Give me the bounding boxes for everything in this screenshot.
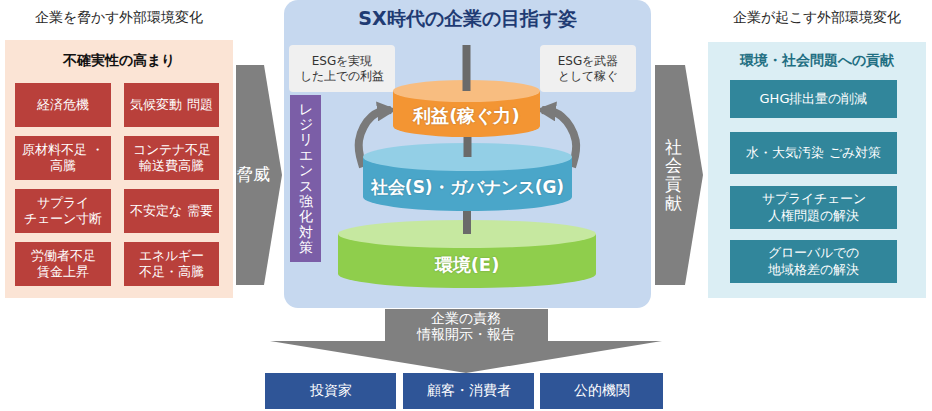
node-text: コンテナ不足 輸送費高騰 [128,142,215,175]
node-text: 経済危機 [19,97,107,113]
resilience-bar: レジリエンス強化対策 [290,95,321,262]
node-text: グローバルでの 地域格差の解決 [734,245,893,278]
node-text: 企業が起こす外部環境変化 [708,9,926,27]
threat-panel: 企業を脅かす外部環境変化不確実性の高まり経済危機気候変動 問題原材料不足 ・高騰… [5,40,233,298]
note-box: ESGを実現 した上での利益 [289,45,395,92]
node-text: 企業を脅かす外部環境変化 [5,9,233,27]
node-text: レジリエンス強化対策 [299,102,313,256]
node-text: 利益(稼ぐ力) [413,105,519,128]
node-subtext: 情報開示・報告 [417,326,515,342]
node-text: サプライ チェーン寸断 [19,195,107,228]
node-text: 気候変動 問題 [128,97,215,113]
node-text: 社会貢献 [665,138,682,213]
social-governance-disc: 社会(S)・ガバナンス(G) [363,143,572,211]
node-text: 公的機関 [544,382,659,400]
node-subtext: 不確実性の高まり [5,52,233,70]
node-text: 環境(E) [435,254,500,277]
risk-box: 気候変動 問題 [124,83,219,127]
stakeholder-box: 投資家 [265,373,396,409]
risk-box: 経済危機 [15,83,111,127]
goal-panel: SX時代の企業の目指す姿 ESGを実現 した上での利益 ESGを武器 として稼ぐレジ… [284,0,651,308]
node-text: 社会(S)・ガバナンス(G) [371,177,564,198]
risk-box: コンテナ不足 輸送費高騰 [124,136,219,180]
duty-arrow: 企業の責務情報開示・報告 [270,309,662,373]
contribution-box: GHG排出量の削減 [730,80,897,118]
contribution-box: サプライチェーン 人権問題の解決 [730,186,897,229]
curved-arrow [359,110,391,167]
node-text: エネルギー 不足・高騰 [128,248,215,281]
node-text: 不安定な 需要 [128,203,215,219]
node-text: ESGを実現 した上での利益 [293,54,391,84]
node-text: SX時代の企業の目指す姿 [284,7,651,31]
note-box: ESGを武器 として稼ぐ [540,45,636,92]
profit-disc: 利益(稼ぐ力) [393,80,540,137]
environment-disc: 環境(E) [338,220,596,288]
node-text: ESGを武器 として稼ぐ [544,54,632,84]
node-text: GHG排出量の削減 [734,91,893,107]
risk-box: 不安定な 需要 [124,189,219,233]
risk-box: サプライ チェーン寸断 [15,189,111,233]
contribution-box: グローバルでの 地域格差の解決 [730,240,897,283]
stakeholder-box: 顧客・消費者 [403,373,534,409]
node-text: 脅威 [236,164,270,185]
contribution-panel: 企業が起こす外部環境変化環境・社会問題への貢献GHG排出量の削減水・大気汚染 ご… [708,42,926,298]
node-text: 投資家 [269,382,392,400]
node-subtext: 環境・社会問題への貢献 [708,52,926,70]
node-text: 水・大気汚染 ごみ対策 [734,145,893,161]
node-text: 労働者不足 賃金上昇 [19,248,107,281]
risk-box: エネルギー 不足・高騰 [124,242,219,286]
node-text: 顧客・消費者 [407,382,530,400]
contribution-arrow: 社会貢献 [655,65,703,285]
node-text: サプライチェーン 人権問題の解決 [734,191,893,224]
stakeholder-box: 公的機関 [540,373,663,409]
threat-arrow: 脅威 [236,65,282,285]
curved-arrow [542,110,576,167]
node-text: 企業の責務 [431,310,501,326]
disc-shape [363,143,572,211]
risk-box: 原材料不足 ・高騰 [15,136,111,180]
risk-box: 労働者不足 賃金上昇 [15,242,111,286]
node-text: 原材料不足 ・高騰 [19,142,107,175]
contribution-box: 水・大気汚染 ごみ対策 [730,132,897,174]
